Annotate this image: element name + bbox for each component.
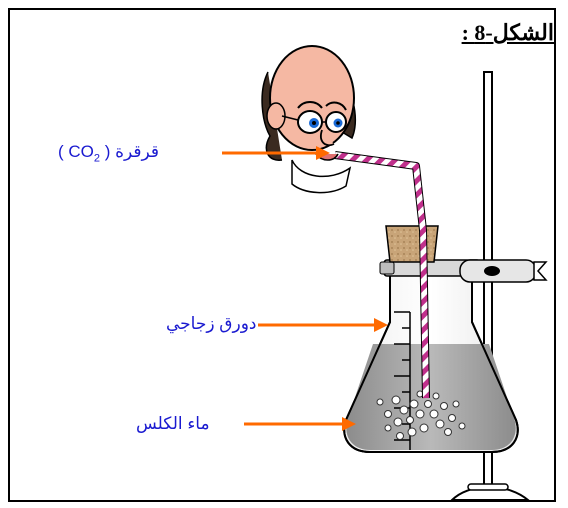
cork-stopper [385,225,439,263]
co2-formula: ( CO2 ) [58,142,111,165]
figure-title: الشكل-8 : [461,20,554,45]
label-burp-co2: ( CO2 ) قرقرة [58,142,159,164]
person-face [261,45,357,194]
shirt-collar [291,159,352,194]
drinking-straw [334,151,430,399]
label-limewater: ماء الكلس [136,414,210,433]
gas-bubbles [376,390,466,440]
label-glass-flask: دورق زجاجي [166,314,257,333]
label-burp-text: قرقرة [115,142,160,161]
limewater-liquid [346,344,516,450]
retort-stand [449,71,531,501]
flask-scale [394,311,411,450]
clamp [379,259,548,283]
label-arrows [222,146,388,431]
